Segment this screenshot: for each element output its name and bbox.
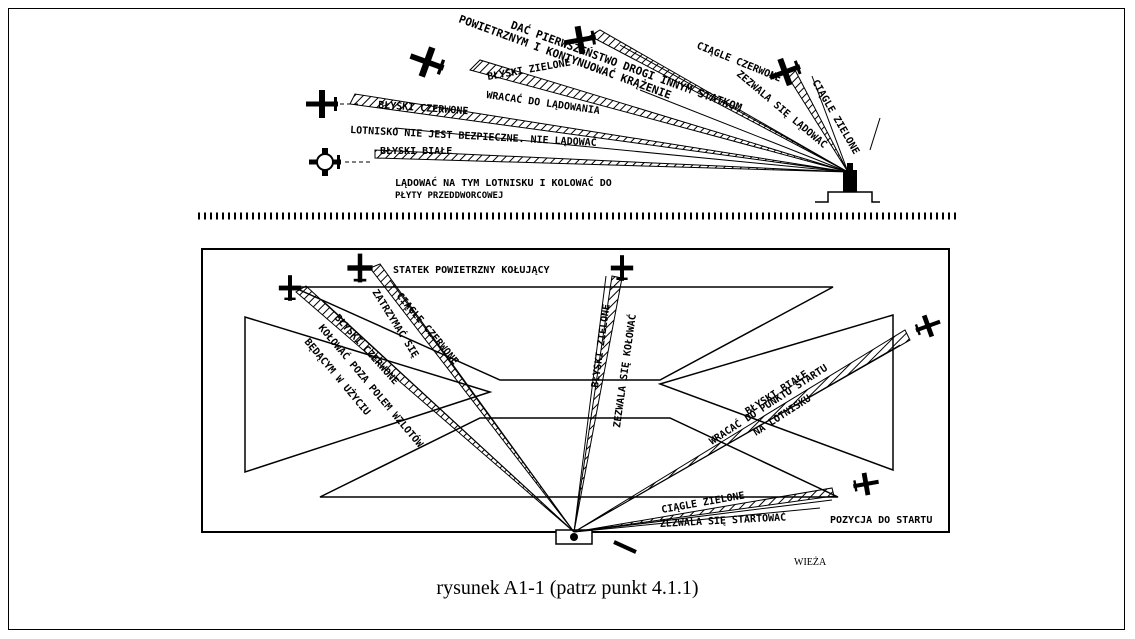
bottom-beams — [295, 263, 911, 533]
label-takeoff-position: POZYCJA DO STARTU — [830, 515, 932, 526]
figure-frame — [8, 8, 1125, 630]
top-beams — [349, 29, 881, 173]
runways — [244, 286, 894, 498]
top-section: DAĆ PIERWSZEŃSTWO DROGI INNYM STATKOM PO… — [306, 12, 881, 203]
label-top-flash-white: BŁYSKI BIAŁE — [380, 146, 452, 157]
label-cleared-taxi: ZEZWALA SIĘ KOŁOWAĆ — [610, 313, 639, 428]
label-land-taxi-2: PŁYTY PRZEDDWORCOWEJ — [395, 191, 503, 201]
aircraft-icon — [851, 470, 881, 498]
aircraft-icon — [278, 275, 302, 301]
aircraft-icon — [306, 90, 338, 118]
aircraft-roundel-icon — [316, 153, 334, 171]
airfield-boundary — [201, 248, 950, 533]
tower-label: WIEŻA — [794, 557, 827, 568]
label-land-taxi-1: LĄDOWAĆ NA TYM LOTNISKU I KOLOWAĆ DO — [395, 176, 612, 189]
bottom-section: STATEK POWIETRZNY KOŁUJĄCY ZATRZYMAĆ SIĘ… — [201, 248, 950, 554]
figure-caption: rysunek A1-1 (patrz punkt 4.1.1) — [436, 577, 699, 599]
top-tower — [815, 163, 880, 203]
aircraft-icon — [912, 311, 944, 341]
label-taxiing: STATEK POWIETRZNY KOŁUJĄCY — [393, 265, 550, 276]
bottom-tower — [555, 529, 637, 554]
top-aircraft — [306, 23, 805, 176]
aircraft-icon — [405, 41, 449, 83]
aircraft-icon — [347, 253, 373, 283]
label-return-start-1: WRACAĆ DO PUNKTU STARTU — [707, 361, 830, 447]
label-top-flash-red: BŁYSKI CZERWONE — [378, 100, 469, 117]
